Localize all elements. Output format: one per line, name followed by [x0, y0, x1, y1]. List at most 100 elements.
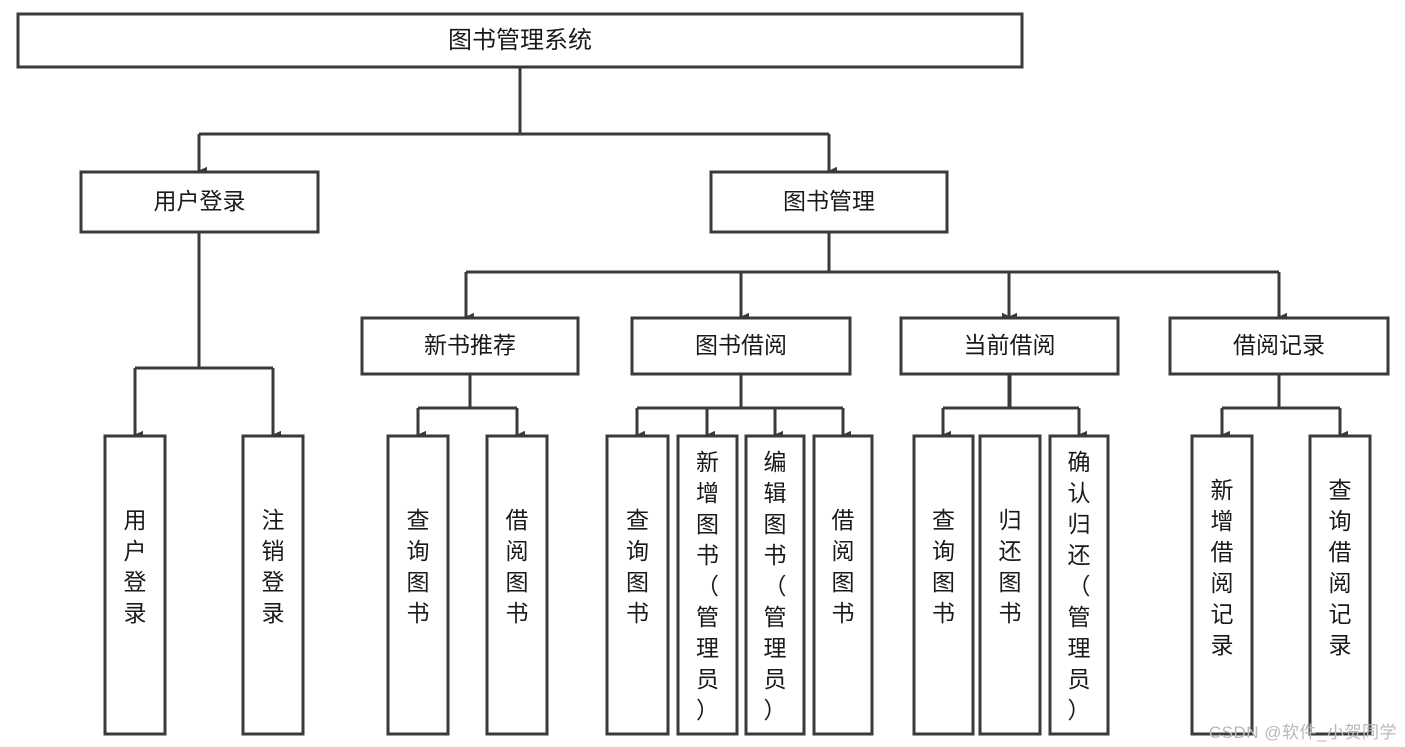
- connector-group-record_to_leaves: [1220, 374, 1348, 440]
- node-rect[interactable]: [605, 434, 670, 736]
- node-level2-user-login[interactable]: 用户登录: [79, 170, 320, 234]
- node-rect[interactable]: [899, 316, 1120, 376]
- node-level3-current-borrow[interactable]: 当前借阅: [899, 316, 1120, 376]
- node-label: 新书推荐: [424, 332, 516, 358]
- node-label-char: （: [696, 573, 719, 599]
- node-label-char: （: [764, 573, 787, 599]
- node-label-char: 询: [1329, 508, 1352, 534]
- node-label-char: 理: [1068, 635, 1091, 661]
- node-level3-borrow-record[interactable]: 借阅记录: [1168, 316, 1390, 376]
- node-label-char: 登: [262, 569, 285, 595]
- node-rect[interactable]: [16, 12, 1024, 69]
- node-rect[interactable]: [812, 434, 874, 736]
- node-label-char: 还: [999, 538, 1022, 564]
- node-label-char: 理: [764, 635, 787, 661]
- node-label-char: 借: [832, 507, 855, 533]
- node-rect[interactable]: [978, 434, 1042, 736]
- node-label-char: 查: [626, 507, 649, 533]
- node-label-char: 询: [932, 538, 955, 564]
- node-rect[interactable]: [1190, 434, 1254, 736]
- node-label-char: 图: [506, 569, 529, 595]
- node-label-char: 登: [124, 569, 147, 595]
- node-label-char: 图: [999, 569, 1022, 595]
- node-level3-book-borrow[interactable]: 图书借阅: [630, 316, 852, 376]
- node-label: 借阅记录: [1233, 332, 1325, 358]
- node-label-char: 还: [1068, 542, 1091, 568]
- node-label-char: 图: [764, 511, 787, 537]
- node-label-char: 阅: [506, 538, 529, 564]
- node-level2-book-management[interactable]: 图书管理: [709, 170, 949, 234]
- node-label-char: 归: [999, 507, 1022, 533]
- node-rect[interactable]: [676, 434, 739, 736]
- node-rect[interactable]: [1048, 434, 1110, 736]
- node-label-char: 录: [124, 600, 147, 626]
- node-label-char: 书: [932, 600, 955, 626]
- node-label-char: 书: [999, 600, 1022, 626]
- connector-group-book_mgmt_to_level3: [464, 232, 1287, 322]
- node-leaf-leaf-user-login[interactable]: 用户登录: [103, 434, 167, 736]
- node-rect[interactable]: [1308, 434, 1372, 736]
- node-label-char: 图: [626, 569, 649, 595]
- node-root-root[interactable]: 图书管理系统: [16, 12, 1024, 69]
- node-label-char: 录: [262, 600, 285, 626]
- node-rect[interactable]: [241, 434, 305, 736]
- node-label-char: 记: [1211, 601, 1234, 627]
- node-label-char: 图: [832, 569, 855, 595]
- node-rect[interactable]: [386, 434, 450, 736]
- node-label-char: 增: [696, 480, 719, 506]
- node-label-char: 新: [1211, 477, 1234, 503]
- node-label-char: 查: [1329, 477, 1352, 503]
- node-label-char: 销: [262, 538, 285, 564]
- node-label-char: （: [1068, 573, 1091, 599]
- node-label-char: 管: [696, 604, 719, 630]
- node-label-char: 员: [764, 666, 787, 692]
- node-label-char: 询: [407, 538, 430, 564]
- node-label-char: ）: [696, 697, 719, 723]
- node-label-char: 辑: [764, 480, 787, 506]
- node-label-char: 编: [764, 449, 787, 475]
- node-label-char: 书: [407, 600, 430, 626]
- node-label-char: ）: [1068, 697, 1091, 723]
- node-label-char: 查: [407, 507, 430, 533]
- node-rect[interactable]: [912, 434, 975, 736]
- node-label: 图书借阅: [695, 332, 787, 358]
- node-label-char: 管: [1068, 604, 1091, 630]
- node-label: 当前借阅: [964, 332, 1056, 358]
- node-label: 用户登录: [154, 188, 246, 214]
- node-label-char: 认: [1068, 480, 1091, 506]
- connector-group-recommend_to_leaves: [416, 374, 525, 440]
- node-rect[interactable]: [630, 316, 852, 376]
- node-rect[interactable]: [103, 434, 167, 736]
- node-rect[interactable]: [1168, 316, 1390, 376]
- node-rect[interactable]: [485, 434, 549, 736]
- node-label-char: 图: [696, 511, 719, 537]
- node-label-char: 书: [506, 600, 529, 626]
- connector-group-user_login_to_leaves: [133, 232, 281, 440]
- node-label-char: 书: [832, 600, 855, 626]
- node-label-char: 记: [1329, 601, 1352, 627]
- node-label-char: 图: [932, 569, 955, 595]
- node-rect[interactable]: [79, 170, 320, 234]
- node-label-char: 理: [696, 635, 719, 661]
- node-level3-new-book-recommend[interactable]: 新书推荐: [360, 316, 580, 376]
- connector-group-borrow_to_leaves: [635, 374, 851, 440]
- node-rect[interactable]: [360, 316, 580, 376]
- node-rect[interactable]: [744, 434, 806, 736]
- node-label-char: 图: [407, 569, 430, 595]
- connector-group-root_to_level2: [197, 67, 837, 176]
- node-rect[interactable]: [709, 170, 949, 234]
